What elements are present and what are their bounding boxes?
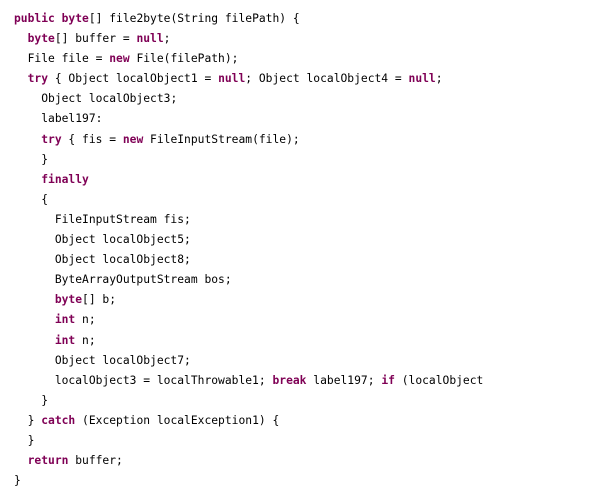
- code-text: label197;: [306, 373, 382, 387]
- code-keyword: null: [218, 72, 246, 86]
- code-keyword: finally: [41, 172, 89, 186]
- code-indent: [14, 213, 55, 226]
- code-text: (Exception localException1) {: [75, 413, 280, 427]
- code-line: try { Object localObject1 = null; Object…: [14, 69, 483, 89]
- code-indent: [14, 133, 41, 146]
- code-keyword: new: [109, 52, 130, 66]
- code-indent: [14, 414, 28, 427]
- code-line: }: [14, 150, 483, 170]
- code-text: n;: [75, 313, 96, 327]
- code-line: }: [14, 431, 483, 451]
- code-line: int n;: [14, 310, 483, 330]
- code-keyword: catch: [41, 413, 76, 427]
- code-line: Object localObject5;: [14, 230, 483, 250]
- code-keyword: public: [14, 12, 55, 25]
- code-text: (localObject: [394, 373, 484, 387]
- code-text: { Object localObject1 =: [48, 72, 219, 86]
- code-line: File file = new File(filePath);: [14, 49, 483, 69]
- code-line: FileInputStream fis;: [14, 210, 483, 230]
- code-indent: [14, 374, 55, 387]
- code-indent: [14, 354, 55, 367]
- code-keyword: int: [54, 313, 76, 327]
- code-indent: [14, 273, 55, 286]
- code-keyword: int: [54, 333, 76, 347]
- code-indent: [14, 394, 41, 407]
- code-text: { fis =: [61, 132, 123, 146]
- code-indent: [14, 233, 55, 246]
- code-text: File file =: [27, 52, 110, 66]
- code-text: localObject3 = localThrowable1;: [54, 373, 273, 387]
- code-text: Object localObject7;: [54, 353, 191, 367]
- code-text: [] b;: [82, 293, 117, 307]
- code-text: FileInputStream(file);: [143, 132, 300, 146]
- code-indent: [14, 193, 41, 206]
- code-keyword: byte: [54, 293, 83, 307]
- code-line: public byte[] file2byte(String filePath)…: [14, 9, 483, 29]
- code-text: File(filePath);: [129, 52, 239, 66]
- code-text: Object localObject5;: [54, 233, 191, 247]
- code-line: }: [14, 471, 483, 491]
- code-text: n;: [75, 333, 96, 347]
- code-keyword: if: [381, 373, 395, 387]
- code-text: }: [41, 393, 49, 407]
- code-text: }: [27, 433, 35, 447]
- code-keyword: byte: [27, 32, 55, 46]
- code-text: [] file2byte(String filePath) {: [88, 12, 300, 25]
- code-keyword: new: [122, 132, 144, 146]
- code-text: }: [27, 413, 42, 427]
- code-indent: [14, 112, 41, 125]
- code-keyword: null: [136, 32, 164, 46]
- code-text: ;: [163, 32, 171, 46]
- code-line: } catch (Exception localException1) {: [14, 411, 483, 431]
- code-indent: [14, 293, 55, 306]
- code-indent: [14, 313, 55, 326]
- code-indent: [14, 434, 28, 447]
- code-text: Object localObject3;: [41, 92, 178, 106]
- code-indent: [14, 454, 28, 467]
- code-text: buffer;: [68, 454, 123, 468]
- code-text: }: [14, 474, 21, 488]
- code-line: Object localObject7;: [14, 351, 483, 371]
- code-keyword: break: [272, 373, 307, 387]
- code-line: byte[] buffer = null;: [14, 29, 483, 49]
- code-text: label197:: [41, 112, 103, 126]
- code-keyword: return: [27, 454, 69, 468]
- code-indent: [14, 32, 28, 45]
- code-text: ;: [435, 72, 443, 86]
- code-line: finally: [14, 170, 483, 190]
- code-text: ; Object localObject4 =: [245, 72, 409, 86]
- code-text: Object localObject8;: [54, 253, 191, 267]
- code-keyword: null: [408, 72, 436, 86]
- code-keyword: byte: [61, 12, 89, 25]
- code-line: byte[] b;: [14, 290, 483, 310]
- code-line: ByteArrayOutputStream bos;: [14, 270, 483, 290]
- code-indent: [14, 52, 28, 65]
- code-line: localObject3 = localThrowable1; break la…: [14, 371, 484, 391]
- code-line: int n;: [14, 331, 483, 351]
- code-line: try { fis = new FileInputStream(file);: [14, 130, 483, 150]
- code-indent: [14, 92, 41, 105]
- code-line: Object localObject8;: [14, 250, 483, 270]
- code-line: Object localObject3;: [14, 89, 483, 109]
- code-indent: [14, 334, 55, 347]
- code-text: {: [41, 192, 49, 206]
- code-text: [] buffer =: [54, 32, 137, 46]
- code-line: }: [14, 391, 483, 411]
- code-text: FileInputStream fis;: [54, 212, 191, 226]
- code-indent: [14, 173, 41, 186]
- code-indent: [14, 253, 55, 266]
- code-keyword: try: [41, 132, 62, 146]
- code-keyword: try: [27, 72, 49, 86]
- code-line: label197:: [14, 109, 483, 129]
- code-indent: [14, 72, 28, 85]
- code-text: [55, 12, 62, 25]
- code-block: public byte[] file2byte(String filePath)…: [14, 9, 483, 491]
- code-line: return buffer;: [14, 451, 483, 471]
- code-indent: [14, 153, 41, 166]
- code-text: ByteArrayOutputStream bos;: [54, 273, 232, 287]
- code-line: {: [14, 190, 483, 210]
- code-text: }: [41, 152, 49, 166]
